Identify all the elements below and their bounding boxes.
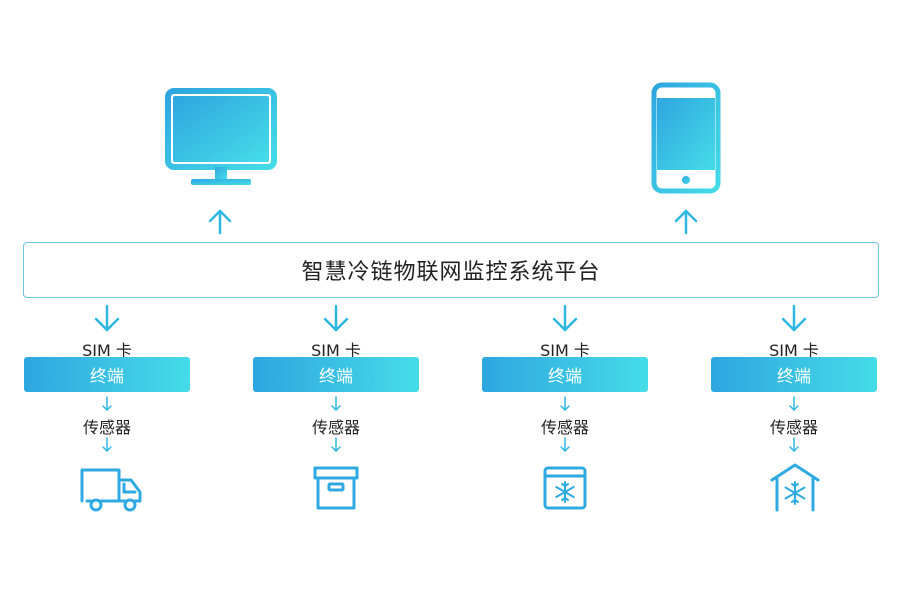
sim-card-label: SIM 卡 (82, 341, 132, 360)
sensor-label: 传感器 (82, 418, 131, 437)
freezer-icon (543, 466, 587, 510)
arrow-down-device-3 (560, 437, 570, 452)
arrow-down-sensor-1 (102, 396, 112, 411)
arrow-down-sensor-3 (560, 396, 570, 411)
arrow-down-sim-4 (781, 304, 807, 332)
terminal-label: 终端 (90, 367, 124, 387)
arrow-down-sim-1 (94, 304, 120, 332)
sensor-label: 传感器 (540, 418, 589, 437)
arrow-up-phone (674, 209, 698, 235)
platform-box: 智慧冷链物联网监控系统平台 (23, 242, 879, 298)
cold-storage-icon (770, 463, 820, 512)
terminal-box: 终端 (24, 357, 190, 392)
arrow-down-device-2 (331, 437, 341, 452)
platform-title: 智慧冷链物联网监控系统平台 (301, 260, 601, 285)
monitor-icon (165, 88, 277, 185)
sensor-label: 传感器 (311, 418, 360, 437)
sim-card-label: SIM 卡 (769, 341, 819, 360)
terminal-box: 终端 (253, 357, 419, 392)
sim-card-label: SIM 卡 (540, 341, 590, 360)
sensor-label: 传感器 (769, 418, 818, 437)
box-icon (313, 466, 359, 510)
snowflake-icon (784, 481, 806, 505)
arrow-up-monitor (208, 209, 232, 235)
arrow-down-sensor-2 (331, 396, 341, 411)
terminal-box: 终端 (711, 357, 877, 392)
truck-icon (80, 468, 142, 512)
arrow-down-device-4 (789, 437, 799, 452)
arrow-down-sensor-4 (789, 396, 799, 411)
terminal-box: 终端 (482, 357, 648, 392)
terminal-label: 终端 (777, 367, 811, 387)
arrow-down-device-1 (102, 437, 112, 452)
arrow-down-sim-3 (552, 304, 578, 332)
arrow-down-sim-2 (323, 304, 349, 332)
snowflake-icon (555, 481, 575, 503)
terminal-label: 终端 (319, 367, 353, 387)
sim-card-label: SIM 卡 (311, 341, 361, 360)
terminal-label: 终端 (548, 367, 582, 387)
smartphone-icon (651, 82, 721, 194)
